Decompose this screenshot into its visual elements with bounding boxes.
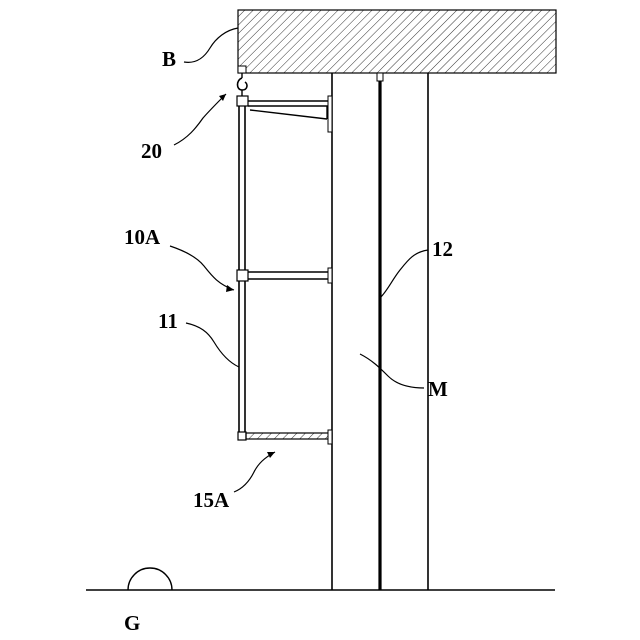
label-hanger: 20 bbox=[141, 139, 162, 163]
leader-post bbox=[360, 354, 424, 388]
leader-lines bbox=[170, 28, 428, 492]
label-base-bracket: 15A bbox=[193, 488, 230, 512]
leader-assembly bbox=[170, 246, 234, 290]
label-ceiling: B bbox=[162, 47, 176, 71]
base-bracket bbox=[238, 430, 332, 444]
hanger bbox=[238, 66, 247, 96]
leader-cable bbox=[380, 250, 428, 298]
leader-base-bracket-arrow bbox=[267, 452, 275, 458]
ceiling bbox=[238, 10, 556, 73]
top-bracket bbox=[237, 96, 332, 132]
label-post: M bbox=[428, 377, 448, 401]
leader-base-bracket bbox=[234, 452, 275, 492]
label-ground: G bbox=[124, 611, 140, 635]
leader-assembly-arrow bbox=[226, 285, 234, 292]
ground-line bbox=[86, 568, 555, 590]
label-panel: 11 bbox=[158, 309, 178, 333]
label-cable: 12 bbox=[432, 237, 453, 261]
leader-ceiling bbox=[184, 28, 238, 62]
leader-panel bbox=[186, 323, 239, 367]
label-panel-assembly: 10A bbox=[124, 225, 161, 249]
middle-bracket bbox=[237, 268, 332, 283]
cable bbox=[377, 73, 383, 590]
leader-hanger bbox=[174, 94, 226, 145]
